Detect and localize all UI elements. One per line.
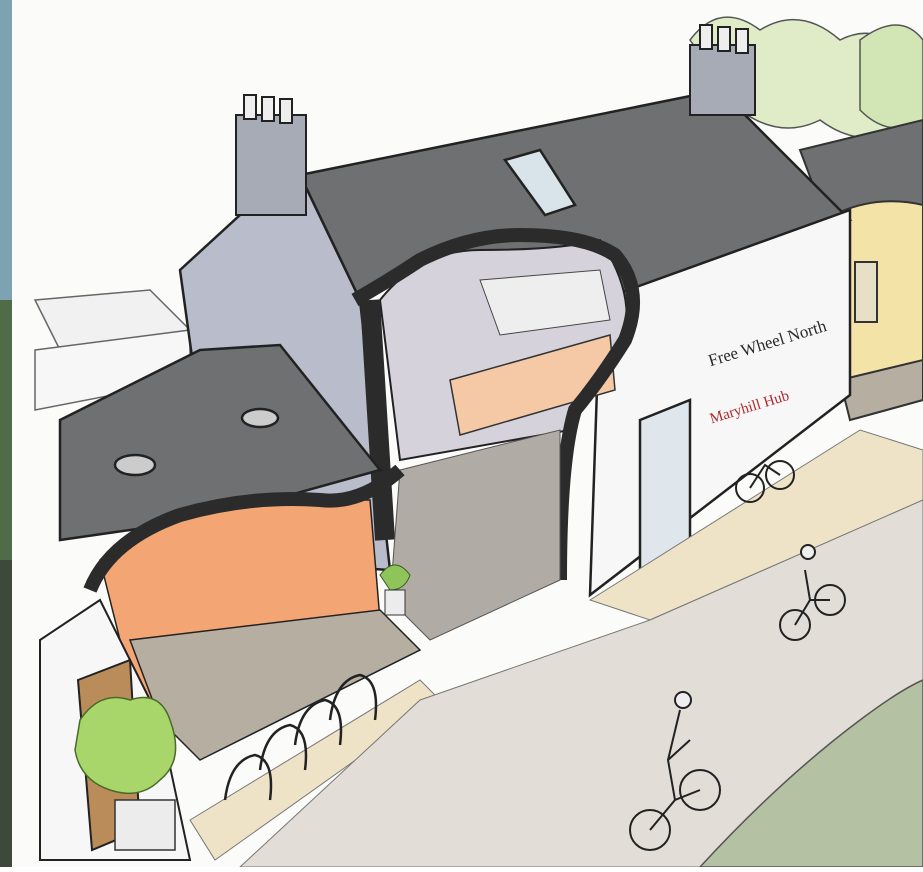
left-edge-photo-strip bbox=[0, 0, 12, 867]
cyclist-upper bbox=[779, 544, 846, 641]
grass-verge bbox=[698, 679, 923, 868]
chimneys bbox=[235, 24, 756, 216]
bike-racks bbox=[223, 673, 378, 801]
workshop-interior bbox=[99, 499, 422, 761]
cyclist-road bbox=[629, 691, 721, 851]
upstairs-interior bbox=[378, 238, 628, 462]
green-shrub bbox=[74, 696, 177, 851]
extension-roof bbox=[58, 343, 383, 542]
cutaway-edge-upper bbox=[351, 227, 640, 581]
front-wall bbox=[588, 208, 852, 598]
right-neighbouring-house bbox=[798, 118, 923, 422]
cutaway-edge-lower bbox=[83, 464, 405, 593]
parked-bicycle bbox=[735, 460, 795, 503]
cutaway-pillar bbox=[360, 299, 395, 541]
potted-plant bbox=[379, 564, 411, 616]
